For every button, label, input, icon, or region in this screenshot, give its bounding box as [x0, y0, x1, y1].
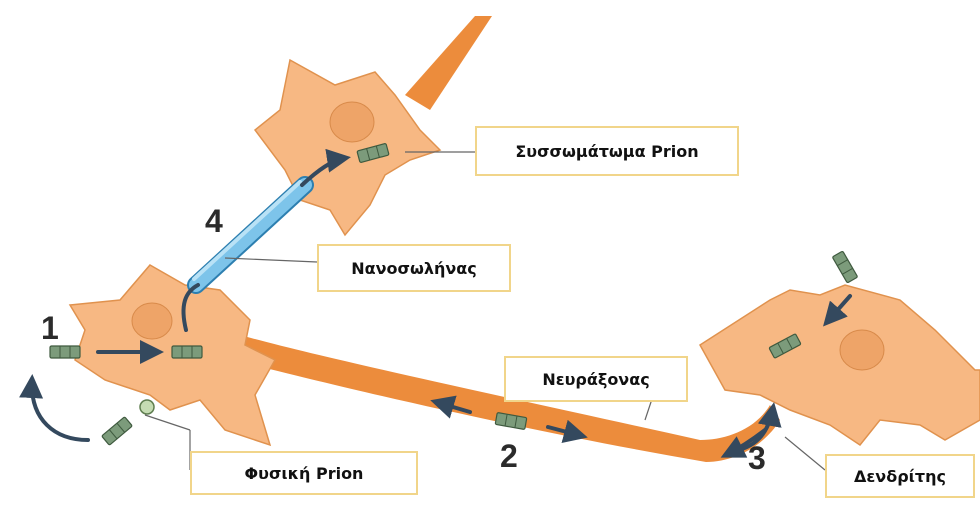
normal-prion-receptor: [140, 400, 154, 414]
top-neuron-nucleus: [330, 102, 374, 142]
step-number-4: 4: [205, 205, 223, 237]
prion-block-normal: [102, 417, 133, 445]
prion-block-left-cell: [172, 346, 202, 358]
step-number-1: 1: [41, 312, 59, 344]
top-axon: [405, 16, 492, 110]
step-number-2: 2: [500, 440, 518, 472]
label-nanotube: Νανοσωλήνας: [317, 244, 511, 292]
prion-block-outside: [50, 346, 80, 358]
label-normal-prion: Φυσική Prion: [190, 451, 418, 495]
right-neuron-nucleus: [840, 330, 884, 370]
label-prion-aggregate: Συσσωμάτωμα Prion: [475, 126, 739, 176]
left-neuron-nucleus: [132, 303, 172, 339]
label-axon: Νευράξονας: [504, 356, 688, 402]
right-dendrite-tail: [700, 405, 780, 462]
prion-block-entering: [832, 251, 857, 283]
label-dendrite: Δενδρίτης: [825, 454, 975, 498]
arrow-loop: [32, 380, 88, 440]
step-number-3: 3: [748, 442, 766, 474]
